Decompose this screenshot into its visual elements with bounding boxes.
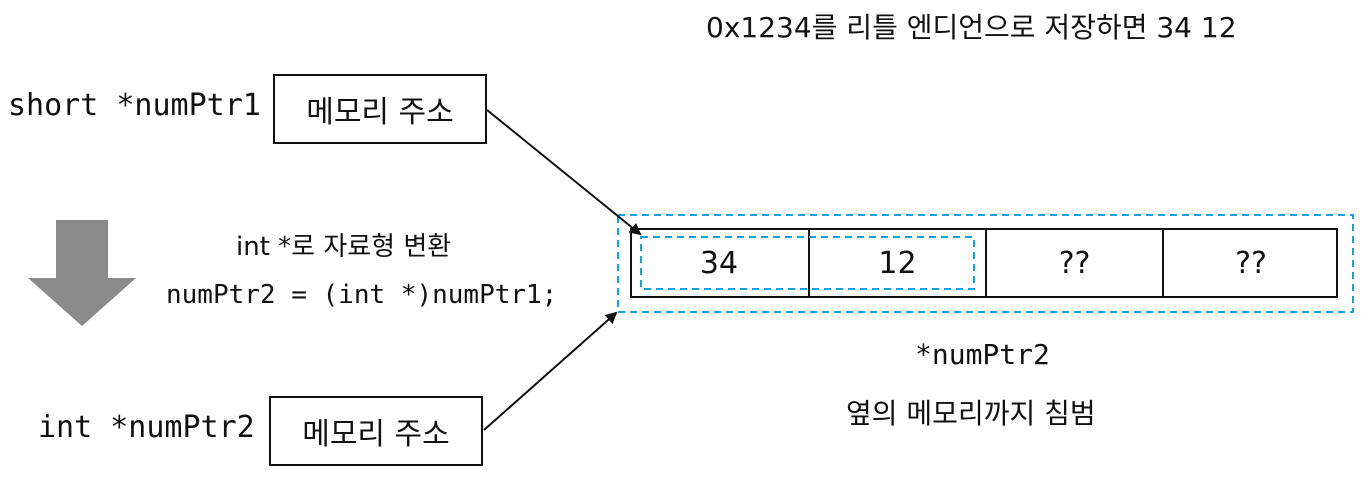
int-range-dashed — [617, 214, 1354, 313]
numptr2-address-box: 메모리 주소 — [269, 396, 483, 466]
conversion-code: numPtr2 = (int *)numPtr1; — [166, 280, 558, 310]
overflow-caption: 옆의 메모리까지 침범 — [846, 397, 1096, 430]
memory-block — [630, 228, 1338, 298]
numptr1-declaration: short *numPtr1 — [8, 88, 261, 123]
memory-cell-value: 12 — [878, 245, 917, 281]
numptr2-pointer-arrow — [483, 311, 618, 431]
memory-cell: ?? — [1162, 228, 1338, 298]
down-arrow-icon — [28, 220, 136, 326]
deref-label: *numPtr2 — [915, 338, 1050, 371]
memory-cell: ?? — [985, 228, 1162, 298]
memory-cell: 34 — [630, 228, 808, 298]
short-range-dashed — [640, 236, 975, 290]
numptr1-address-box: 메모리 주소 — [273, 74, 487, 144]
numptr2-address-label: 메모리 주소 — [302, 417, 450, 452]
endianness-note: 0x1234를 리틀 엔디언으로 저장하면 34 12 — [706, 11, 1237, 44]
memory-cell-value: ?? — [1235, 245, 1267, 281]
memory-cell-value: ?? — [1058, 245, 1091, 281]
memory-cell: 12 — [808, 228, 985, 298]
numptr1-pointer-arrow — [486, 109, 642, 236]
numptr1-address-label: 메모리 주소 — [306, 95, 454, 130]
numptr2-declaration: int *numPtr2 — [38, 410, 255, 445]
memory-cell-value: 34 — [699, 245, 739, 281]
conversion-title: int *로 자료형 변환 — [236, 232, 452, 262]
